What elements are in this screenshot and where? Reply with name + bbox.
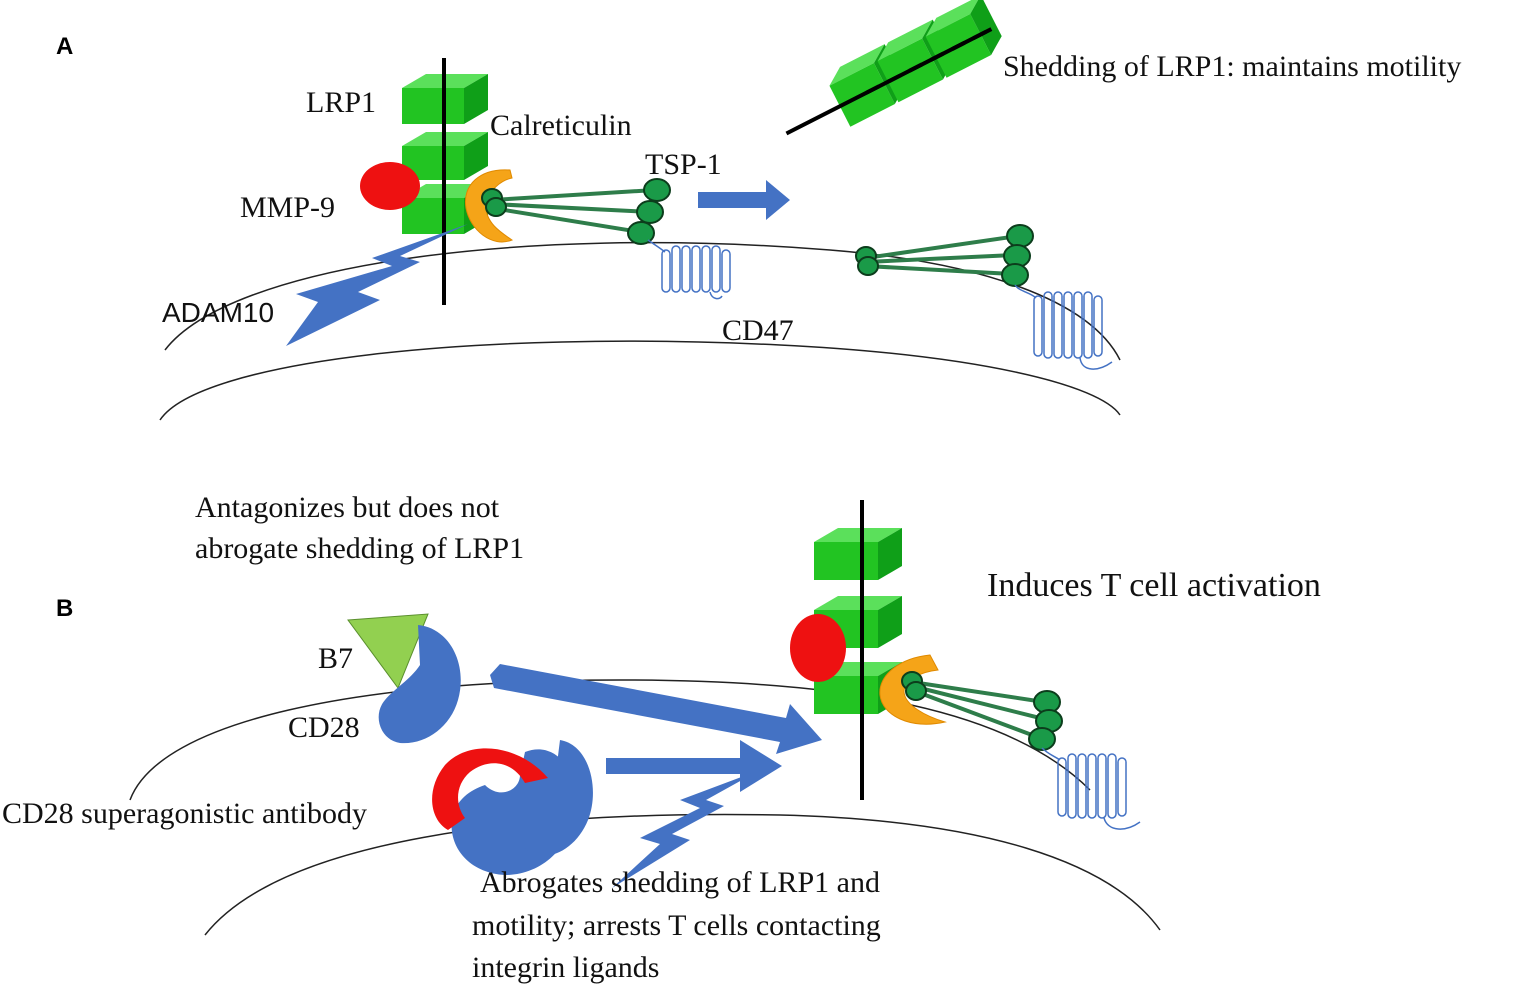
shedding-arrow	[698, 180, 790, 220]
label-antibody: CD28 superagonistic antibody	[2, 797, 367, 830]
antibody-complex	[432, 740, 593, 875]
lrp1-receptor	[402, 58, 488, 305]
cell-membrane-outer	[164, 241, 1121, 361]
bottom-line-1: Abrogates shedding of LRP1 and	[480, 866, 880, 899]
label-cd28: CD28	[288, 711, 360, 744]
note-line-1: Antagonizes but does not	[195, 491, 500, 524]
panel-b-letter: B	[56, 595, 73, 622]
caption-activation: Induces T cell activation	[987, 567, 1321, 604]
cd47-receptor-right	[1014, 284, 1113, 370]
cell-membrane-b-inner	[204, 813, 1161, 936]
b7-triangle	[347, 613, 429, 690]
antibody-arrow	[606, 740, 782, 792]
cd28-shape	[378, 625, 461, 744]
cd47-receptor-left	[647, 239, 731, 300]
note-line-2: abrogate shedding of LRP1	[195, 532, 524, 565]
shed-lrp1-fragment	[785, 0, 1002, 136]
label-lrp1: LRP1	[306, 86, 376, 119]
adam10-lightning	[286, 224, 468, 346]
label-cd47: CD47	[722, 314, 794, 347]
tsp1-free	[855, 224, 1034, 287]
adam10-lightning-b	[612, 770, 760, 888]
label-calreticulin: Calreticulin	[490, 109, 632, 142]
mmp9-ellipse-b	[790, 614, 846, 682]
label-adam10: ADAM10	[162, 297, 274, 328]
caption-shedding: Shedding of LRP1: maintains motility	[1003, 50, 1461, 83]
mmp9-ellipse	[360, 162, 420, 210]
tsp1-bound-b	[901, 671, 1063, 751]
cd28-arrow	[490, 664, 822, 754]
label-tsp1: TSP-1	[645, 148, 722, 181]
bottom-line-2: motility; arrests T cells contacting	[472, 909, 881, 942]
label-mmp9: MMP-9	[240, 191, 335, 224]
tsp1-bound	[481, 178, 671, 245]
cell-membrane-inner	[159, 340, 1121, 421]
panel-a-letter: A	[56, 33, 73, 60]
label-b7: B7	[318, 642, 353, 675]
cell-membrane-b-outer	[129, 679, 1091, 801]
cd47-receptor-b	[1041, 747, 1141, 830]
bottom-line-3: integrin ligands	[472, 951, 659, 984]
